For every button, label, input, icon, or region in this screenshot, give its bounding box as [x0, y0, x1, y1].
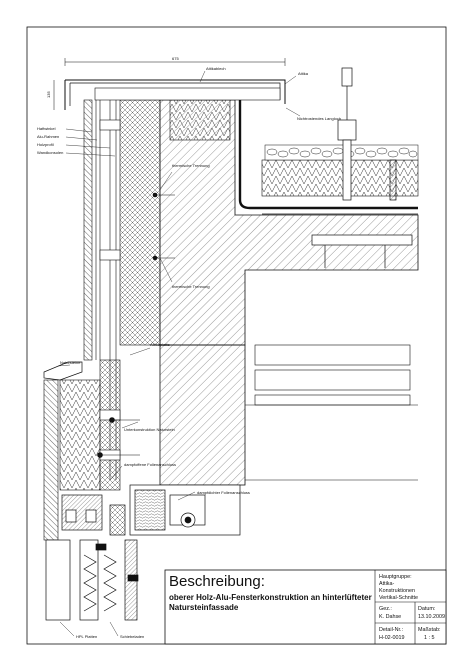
- label-unterkonstruktion: Unterkonstruktion Naturstein: [124, 427, 175, 432]
- wall-consoles: [97, 119, 175, 461]
- date-value: 13.10.2009: [418, 614, 445, 620]
- label-schiebeladen: Schiebeladen: [120, 634, 144, 639]
- label-attika: Attika: [298, 71, 309, 76]
- drawn-by-label: Gez.:: [379, 606, 392, 612]
- dimension-675: 675: [172, 56, 179, 61]
- annotations: Attikablech Attika Haftwinkel Alu-Rahmen…: [37, 66, 341, 639]
- label-alu-rahmen: Alu-Rahmen: [37, 134, 59, 139]
- group-label: Hauptgruppe:: [379, 574, 412, 580]
- scale-value: 1 : 5: [424, 635, 435, 641]
- parapet-insulation: [119, 99, 231, 346]
- group-value-1: Attika-: [379, 581, 394, 587]
- title-block: Beschreibung: oberer Holz-Alu-Fensterkon…: [164, 569, 447, 645]
- date-label: Datum:: [418, 606, 435, 612]
- gravel-layer: [264, 144, 419, 161]
- description-line-1: oberer Holz-Alu-Fensterkonstruktion an h…: [169, 593, 372, 602]
- label-dampfoffene-folie: dampfoffene Folienanschluss: [124, 462, 176, 467]
- group-value-2: Konstruktionen: [379, 588, 415, 594]
- description-heading: Beschreibung:: [169, 573, 265, 590]
- label-nichtrostendes-langloch: Nichtrostendes Langloch: [297, 116, 341, 121]
- dimension-135: 135: [46, 91, 51, 98]
- sliding-shutter: [45, 539, 139, 621]
- label-attikablech: Attikablech: [206, 66, 226, 71]
- window-frame-section: [61, 484, 241, 536]
- label-attikaplatte: Attikaplatte: [150, 342, 171, 347]
- label-thermische-trennung-2: thermische Trennung: [172, 284, 210, 289]
- dimension-side: 135: [46, 80, 55, 110]
- detail-number-label: Detail-Nr.:: [379, 627, 403, 633]
- label-dampfdichter-anschluss: dampfdichter Folienanschluss: [197, 490, 250, 495]
- label-haftwinkel: Haftwinkel: [37, 126, 56, 131]
- window-head-frame: [245, 344, 418, 481]
- label-holzprofil: Holzprofil: [37, 142, 54, 147]
- concrete-structure: [159, 99, 419, 486]
- dimension-top: 675: [64, 56, 286, 66]
- label-hpl-platten: HPL Platten: [76, 634, 97, 639]
- roof-rail-bracket: [311, 67, 413, 268]
- scale-label: Maßstab:: [418, 627, 440, 633]
- facade-cladding: [43, 99, 121, 541]
- detail-number-value: H-02-0019: [379, 635, 404, 641]
- label-natursteine: Natursteine: [60, 360, 81, 365]
- description-line-2: Natursteinfassade: [169, 603, 239, 612]
- label-wandkonsolen: Wandkonsolen: [37, 150, 63, 155]
- drawn-by-value: K. Dahse: [379, 614, 401, 620]
- attika-coping: [64, 79, 286, 110]
- label-thermische-trennung-1: thermische Trennung: [172, 163, 210, 168]
- group-value-3: Vertikal-Schnitte: [379, 595, 418, 601]
